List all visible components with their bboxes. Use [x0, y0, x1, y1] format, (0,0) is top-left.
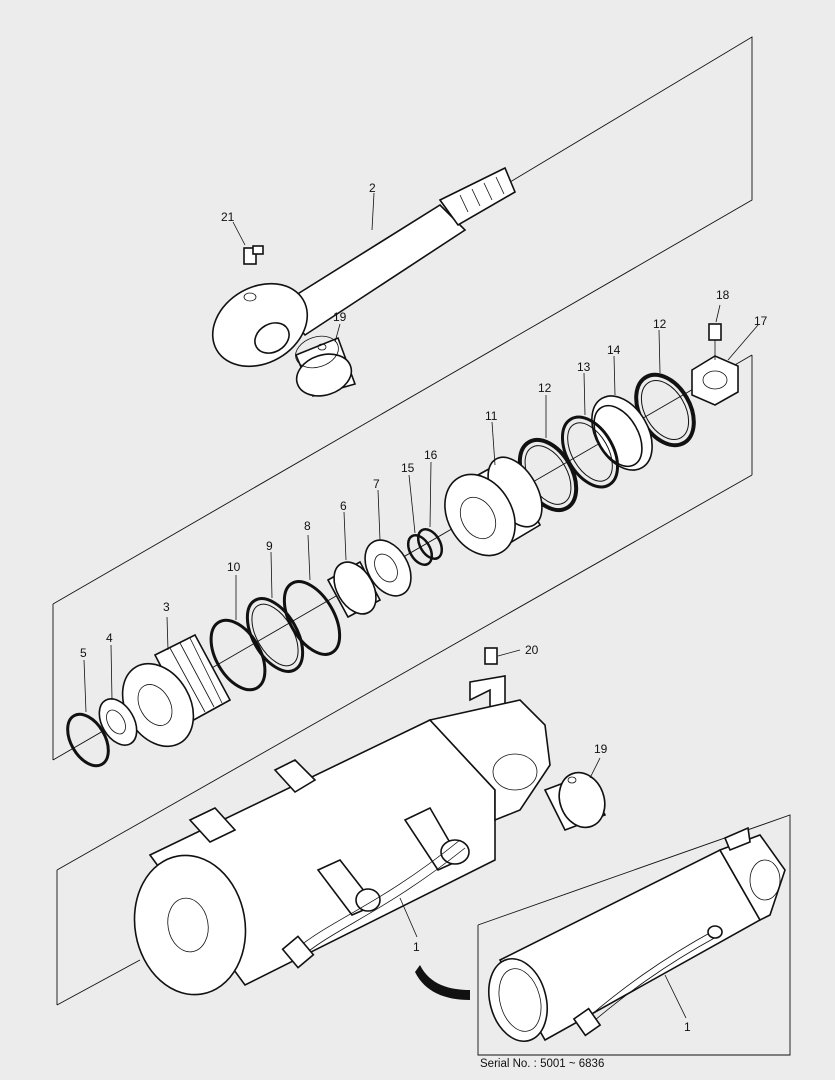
callout-12-right: 12	[653, 317, 667, 331]
callout-2: 2	[369, 181, 376, 195]
callout-13: 13	[577, 360, 591, 374]
callout-1-main: 1	[413, 940, 420, 954]
washer-part-7	[364, 489, 412, 597]
bushing-part-19-lower	[543, 757, 607, 832]
piston-part-11	[444, 421, 543, 557]
callout-14: 14	[607, 343, 621, 357]
callout-8: 8	[304, 519, 311, 533]
callout-3: 3	[163, 600, 170, 614]
callout-1-inset: 1	[684, 1020, 691, 1034]
callout-19-upper: 19	[333, 310, 347, 324]
bushing-part-19-upper	[294, 323, 357, 397]
callout-labels: 2 21 19 18 17 12 14 13 12 11 16 15 7 6 8…	[80, 181, 768, 1034]
callout-11: 11	[485, 409, 498, 423]
seal-rings-8-9-10	[209, 534, 342, 692]
callout-5: 5	[80, 646, 87, 660]
callout-15: 15	[401, 461, 415, 475]
callout-12-left: 12	[538, 381, 552, 395]
callout-10: 10	[227, 560, 241, 574]
callout-21: 21	[221, 210, 235, 224]
gland-part-3	[121, 616, 232, 748]
set-screw-part-18	[708, 304, 722, 360]
piston-rod-part-2	[211, 166, 517, 368]
grease-nipple-part-21	[232, 221, 264, 265]
callout-6: 6	[340, 499, 347, 513]
seal-rings-12-13-14	[517, 329, 696, 513]
callout-20: 20	[525, 643, 539, 657]
o-rings-15-16	[406, 461, 444, 566]
serial-number-note: Serial No. : 5001 ~ 6836	[480, 1058, 605, 1070]
sleeve-part-6	[326, 511, 382, 619]
nut-part-17	[691, 324, 759, 406]
callout-4: 4	[106, 631, 113, 645]
callout-16: 16	[424, 448, 438, 462]
callout-18: 18	[716, 288, 730, 302]
inset-frame	[477, 814, 791, 1056]
callout-9: 9	[266, 539, 273, 553]
callout-17: 17	[754, 314, 768, 328]
inset-cylinder-part-1	[488, 826, 786, 1043]
inset-arrow	[415, 965, 470, 1000]
wiper-part-4	[98, 644, 138, 746]
o-ring-part-5	[66, 659, 110, 768]
callout-19-lower: 19	[594, 742, 608, 756]
callout-7: 7	[373, 477, 380, 491]
cylinder-tube-part-1	[133, 699, 551, 996]
